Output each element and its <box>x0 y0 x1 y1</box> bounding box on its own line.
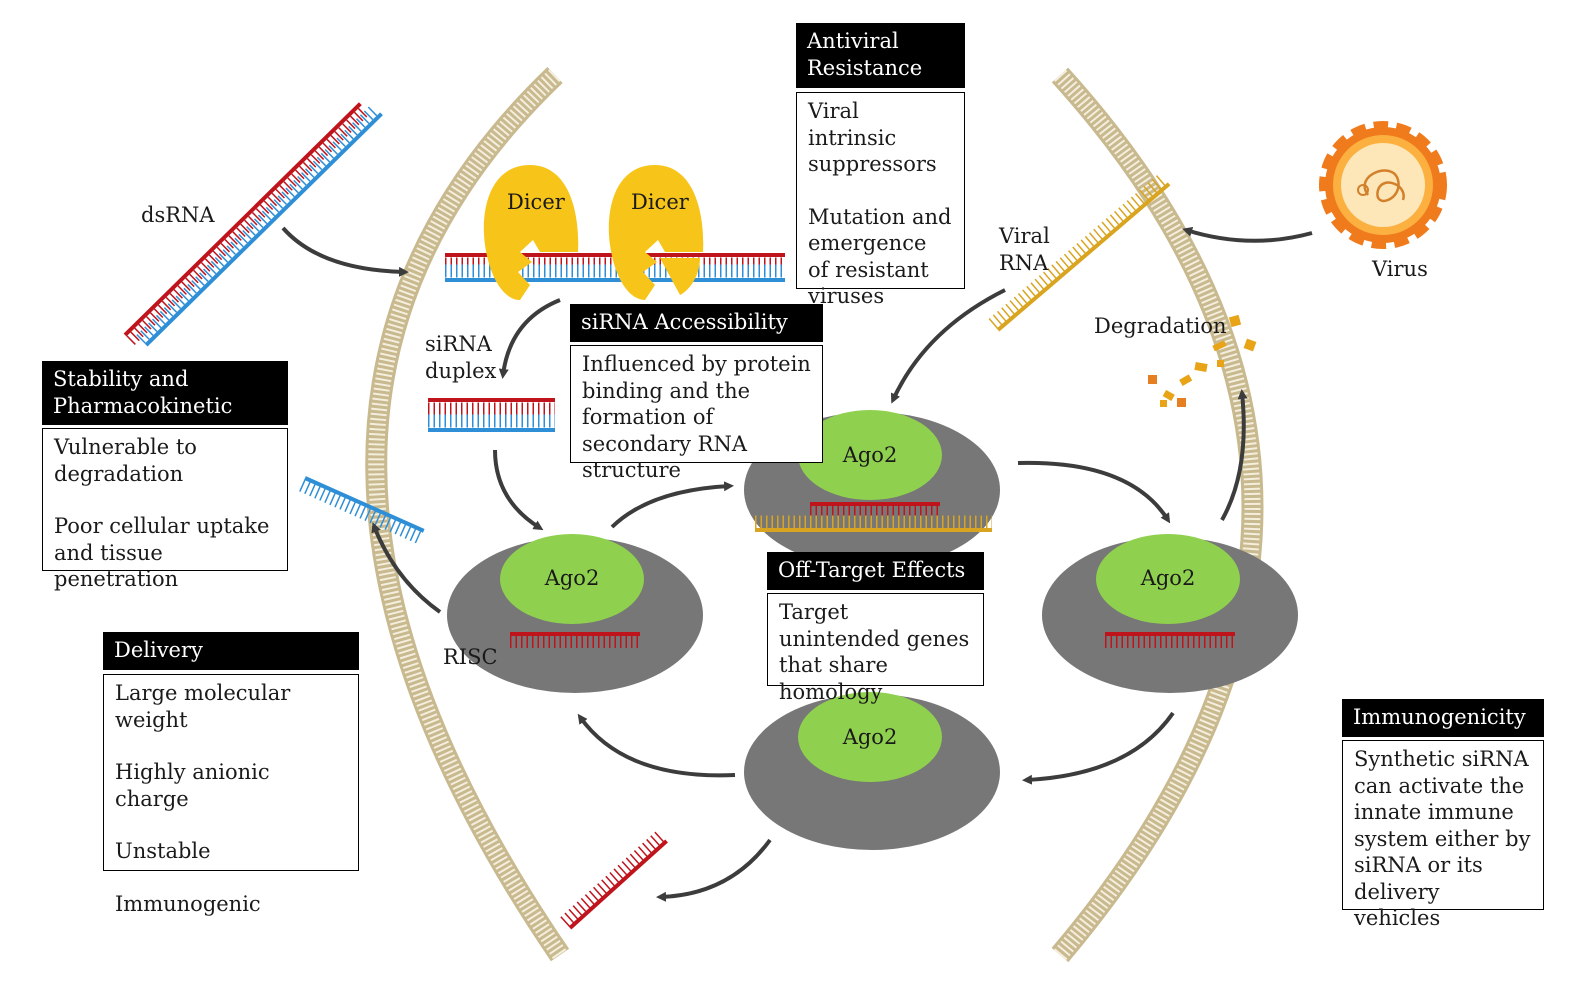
sirna-duplex <box>428 398 555 432</box>
degradation-label: Degradation <box>1094 314 1227 338</box>
viral-rna-label: Viral RNA <box>999 224 1050 275</box>
antiviral-resistance-box: Viral intrinsic suppressors Mutation and… <box>796 92 965 308</box>
dicer-2 <box>608 165 704 300</box>
off-target-box: Target unintended genes that share homol… <box>767 593 984 704</box>
sirna-duplex-label: siRNA duplex <box>425 332 497 383</box>
immunogenicity-item: Synthetic siRNA can activate the innate … <box>1354 747 1531 930</box>
delivery-item: Immunogenic <box>115 891 261 916</box>
antiviral-resistance-title: Antiviral Resistance <box>796 23 965 88</box>
stability-item: Vulnerable to degradation <box>54 435 197 486</box>
delivery-item: Large molecular weight <box>115 681 291 732</box>
ago2-label-bottom: Ago2 <box>842 725 898 749</box>
virus-label: Virus <box>1372 257 1428 281</box>
released-strand <box>560 830 668 930</box>
immunogenicity-box: Synthetic siRNA can activate the innate … <box>1342 740 1544 930</box>
passenger-strand <box>299 476 425 545</box>
ago2-label-right: Ago2 <box>1140 566 1196 590</box>
virus-particle <box>1319 121 1447 249</box>
antiviral-item: Mutation and emergence of resistant viru… <box>808 204 952 309</box>
delivery-item: Unstable <box>115 839 211 863</box>
risc-label: RISC <box>443 645 498 669</box>
dicer-label-1: Dicer <box>507 190 565 214</box>
stability-item: Poor cellular uptake and tissue penetrat… <box>54 514 270 591</box>
dsrna-label: dsRNA <box>141 203 215 227</box>
degradation-fragments <box>1148 314 1257 407</box>
stability-box: Vulnerable to degradation Poor cellular … <box>42 428 288 591</box>
ago2-label-left: Ago2 <box>544 566 600 590</box>
membrane-right <box>1051 67 1264 963</box>
off-target-item: Target unintended genes that share homol… <box>779 600 970 704</box>
arrows <box>281 226 1313 902</box>
delivery-box: Large molecular weight Highly anionic ch… <box>103 674 359 916</box>
membrane-left <box>365 67 570 962</box>
delivery-title: Delivery <box>103 632 359 670</box>
immunogenicity-title: Immunogenicity <box>1342 699 1544 737</box>
antiviral-item: Viral intrinsic suppressors <box>808 99 937 176</box>
dicer-label-2: Dicer <box>631 190 689 214</box>
sirna-accessibility-title: siRNA Accessibility <box>570 304 823 342</box>
dicer-1 <box>483 165 579 300</box>
accessibility-item: Influenced by protein binding and the fo… <box>582 352 811 482</box>
ago2-label-top: Ago2 <box>842 443 898 467</box>
delivery-item: Highly anionic charge <box>115 760 270 811</box>
stability-title: Stability and Pharmacokinetic <box>42 361 288 425</box>
sirna-accessibility-box: Influenced by protein binding and the fo… <box>570 345 823 482</box>
off-target-title: Off-Target Effects <box>767 552 984 590</box>
viral-rna-strand <box>988 172 1171 332</box>
